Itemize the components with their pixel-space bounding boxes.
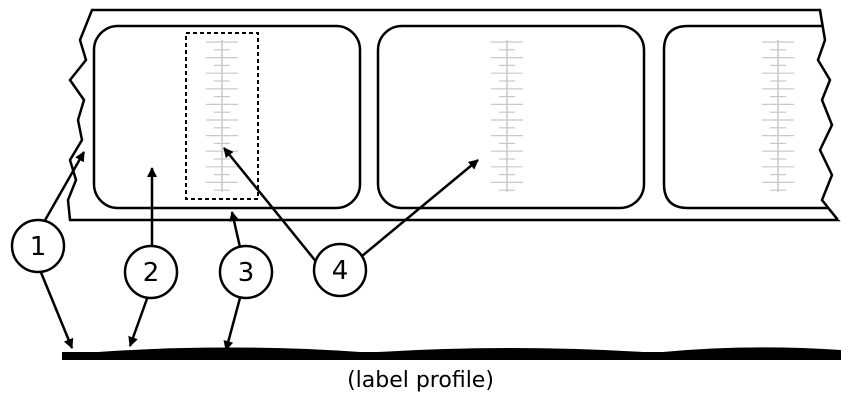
callout-2: 2 xyxy=(125,246,177,298)
callout-3-label: 3 xyxy=(238,258,255,288)
arrow-3-down xyxy=(226,298,240,350)
diagram-caption: (label profile) xyxy=(0,368,841,393)
callout-2-label: 2 xyxy=(143,258,160,288)
callout-1: 1 xyxy=(12,220,64,272)
arrow-1-down xyxy=(40,270,72,348)
label-1 xyxy=(94,26,360,208)
callout-4: 4 xyxy=(314,244,366,296)
label-3 xyxy=(664,26,841,208)
arrow-2-down xyxy=(130,296,148,346)
callout-3: 3 xyxy=(220,246,272,298)
label-profile xyxy=(62,347,841,360)
callout-4-label: 4 xyxy=(332,256,349,286)
callout-1-label: 1 xyxy=(30,232,47,262)
label-2 xyxy=(378,26,644,208)
